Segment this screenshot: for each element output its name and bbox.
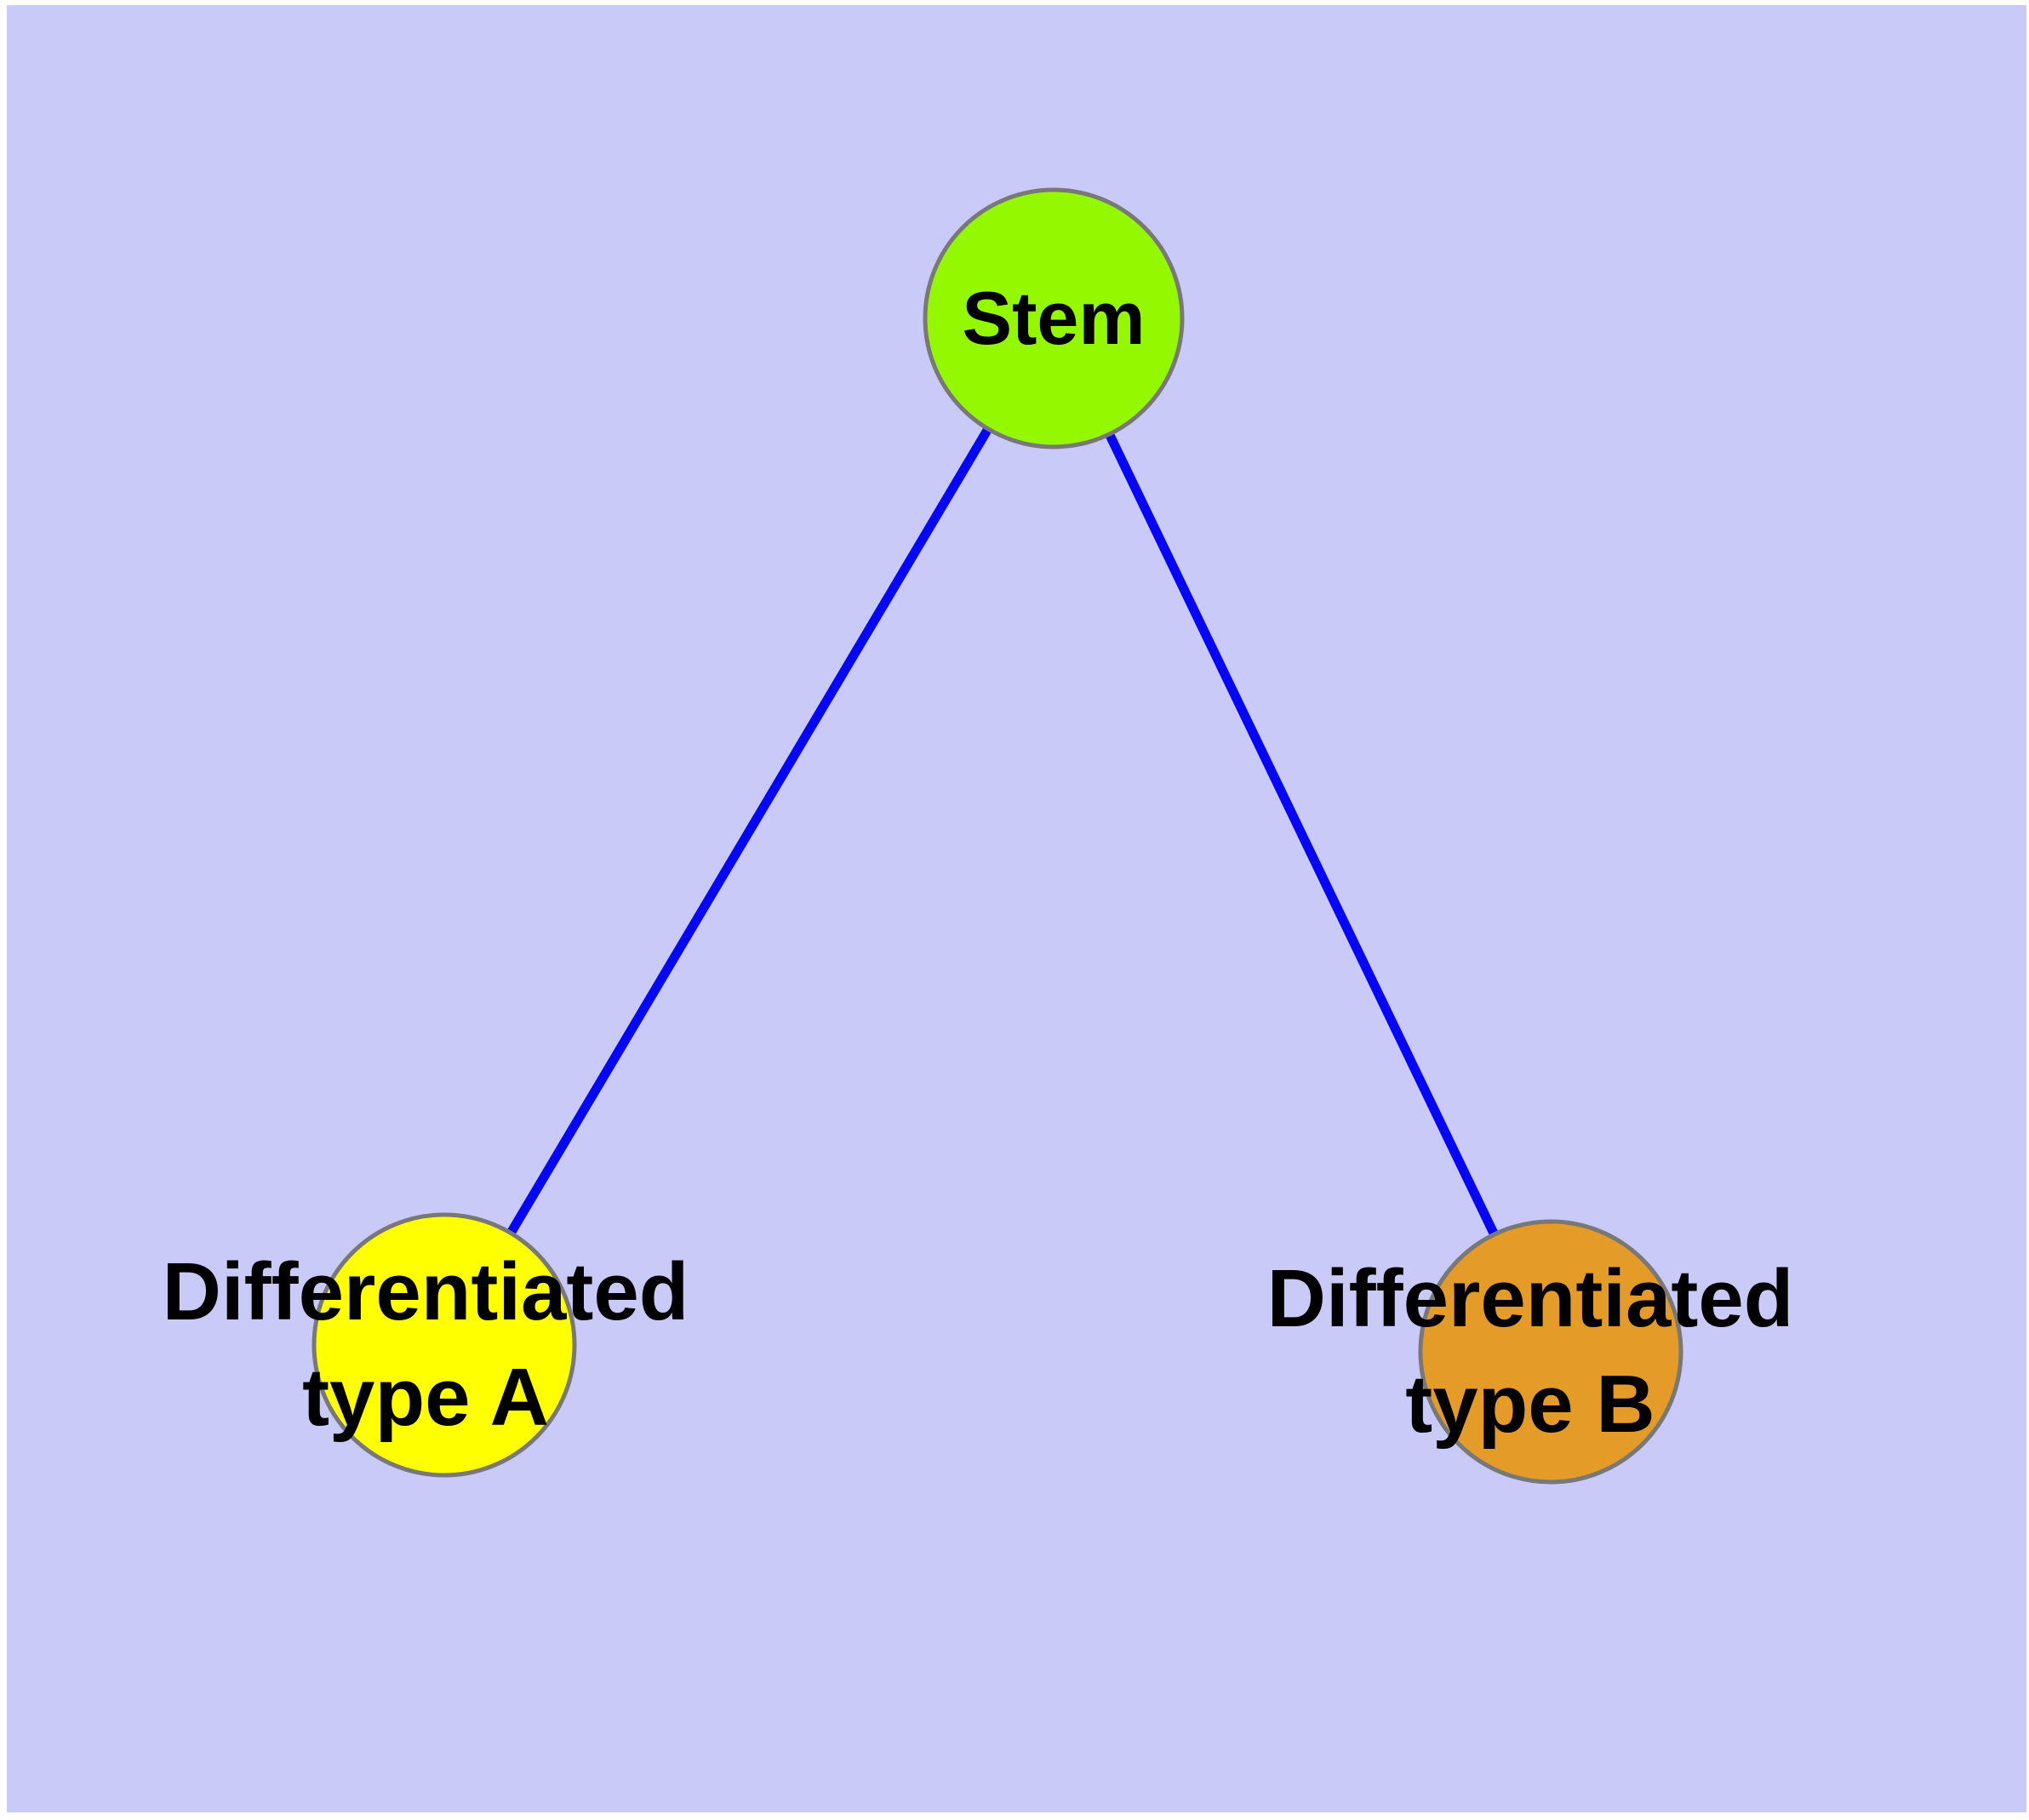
edge-stem-to-type-a[interactable] [440,316,1058,1348]
stem-node[interactable] [923,187,1185,449]
edge-stem-to-type-b[interactable] [1049,316,1555,1354]
type-a-node[interactable] [311,1212,577,1478]
type-b-node[interactable] [1418,1219,1683,1485]
